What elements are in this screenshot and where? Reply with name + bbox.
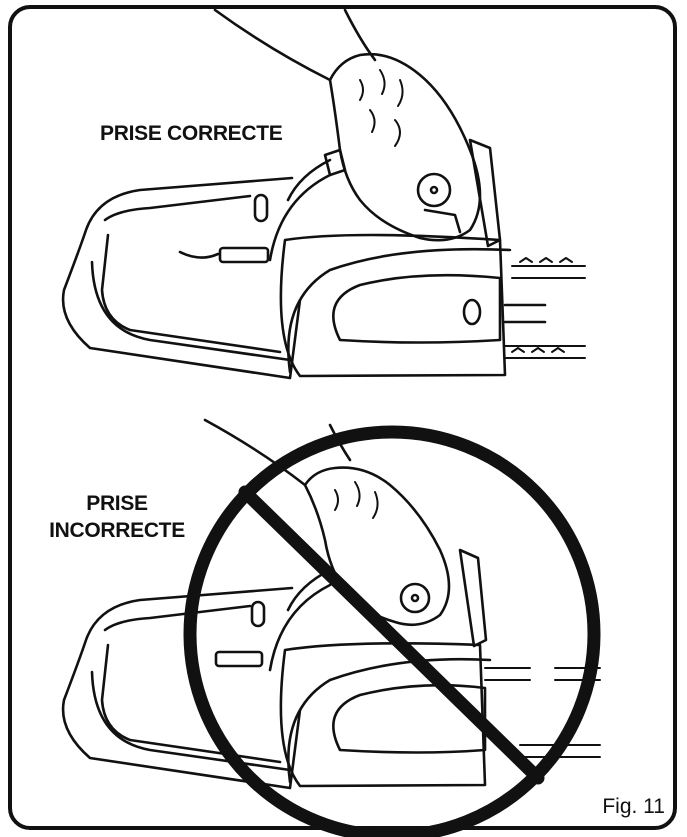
gloved-hand-icon [203,418,451,627]
correct-grip-label: PRISE CORRECTE [100,122,283,145]
figure-frame [8,5,677,830]
incorrect-grip-label: PRISE INCORRECTE [32,490,202,544]
incorrect-grip-label-line1: PRISE [86,492,148,515]
prohibition-sign-icon [183,425,601,837]
incorrect-grip-label-line2: INCORRECTE [49,519,185,542]
chainsaw-icon [61,138,586,380]
gloved-hand-icon [213,8,482,242]
figure-number: Fig. 11 [602,795,665,818]
